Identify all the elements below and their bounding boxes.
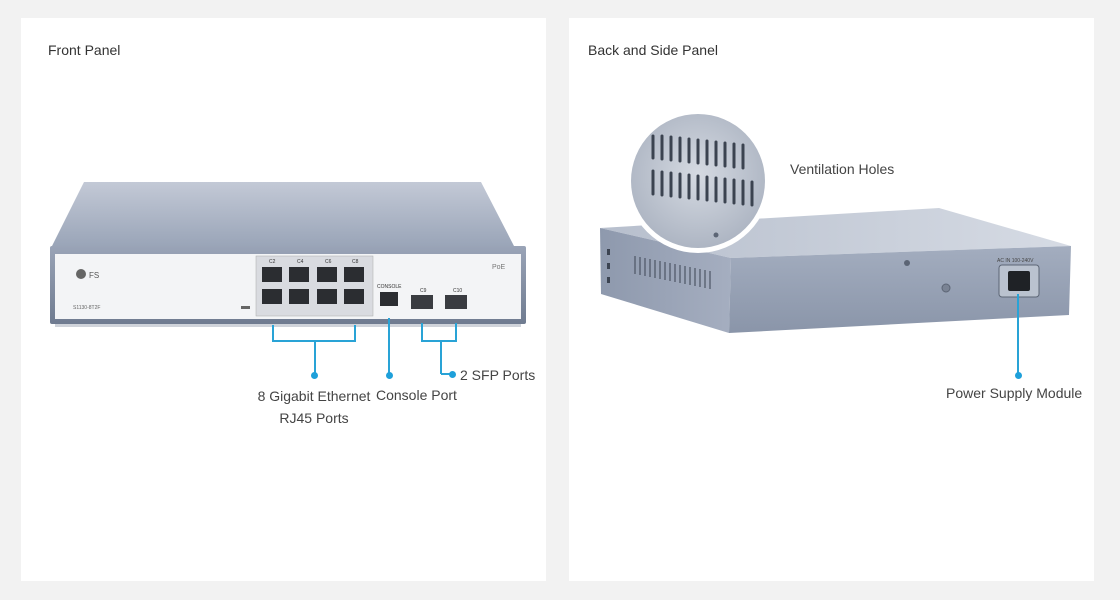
front-switch-image: FS S1130-8T2F PoE C2 C4 C6 C8 CONSOLE C9… [50,182,526,327]
back-panel-title: Back and Side Panel [588,42,718,58]
port-label-c8: C8 [352,259,359,265]
console-dot [386,372,393,379]
ethernet-callout-line1: 8 Gigabit Ethernet [257,388,371,404]
sfp-label-c10: C10 [453,288,462,294]
console-callout: Console Port [376,387,457,403]
front-model-text: S1130-8T2F [73,305,100,311]
ethernet-callout: 8 Gigabit Ethernet RJ45 Ports [249,385,379,429]
sfp-leader-horizontal [441,373,451,375]
console-leader [388,318,390,374]
sfp-dot [449,371,456,378]
sfp-leader-bar [421,340,457,342]
ethernet-dot [311,372,318,379]
sfp-leader-left [421,323,423,341]
ventilation-callout: Ventilation Holes [790,161,895,177]
back-panel-card: Back and Side Panel [569,18,1094,581]
ethernet-leader-stem [314,341,316,374]
front-brand-text: FS [89,271,99,280]
power-label-text: AC IN 100-240V [997,258,1034,264]
sfp-leader-right [455,323,457,341]
ethernet-leader-left [272,325,274,341]
power-callout: Power Supply Module [946,385,1083,401]
power-dot [1015,372,1022,379]
port-label-c4: C4 [297,259,304,265]
sfp-leader-stem [440,341,442,374]
front-panel-card: Front Panel FS S1130-8T2F PoE [21,18,546,581]
sfp-label-c9: C9 [420,288,427,294]
sfp-callout: 2 SFP Ports [460,367,536,383]
port-label-c6: C6 [325,259,332,265]
port-label-c2: C2 [269,259,276,265]
ethernet-leader-right [354,325,356,341]
back-switch-image: AC IN 100-240V [600,109,1071,333]
power-leader [1017,294,1019,374]
front-panel-title: Front Panel [48,42,121,58]
ethernet-callout-line2: RJ45 Ports [279,410,349,426]
console-label-text: CONSOLE [377,284,402,290]
front-poe-text: PoE [492,264,506,271]
